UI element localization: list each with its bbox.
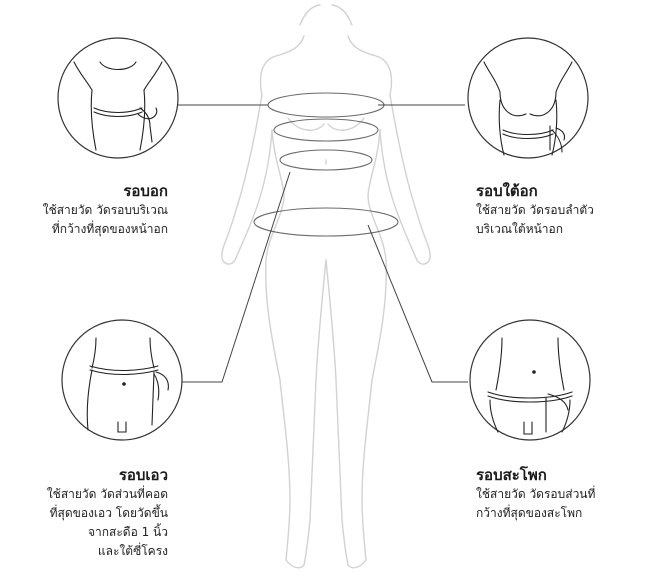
- underbust-ring: [274, 119, 378, 141]
- underbust-title: รอบใต้อก: [476, 181, 647, 201]
- hip-connector: [368, 225, 468, 382]
- underbust-desc-1: ใช้สายวัด วัดรอบลำตัว: [476, 201, 647, 220]
- hip-detail-circle: [470, 320, 590, 440]
- bust-detail-circle: [58, 38, 178, 158]
- waist-desc-1: ใช้สายวัด วัดส่วนที่คอด: [0, 485, 168, 504]
- waist-desc-4: และใต้ซี่โครง: [0, 542, 168, 561]
- hip-ring: [254, 208, 398, 236]
- hip-title: รอบสะโพก: [476, 465, 647, 485]
- hip-desc-1: ใช้สายวัด วัดรอบส่วนที่: [476, 485, 647, 504]
- bust-title: รอบอก: [0, 181, 168, 201]
- underbust-detail: [468, 38, 588, 158]
- waist-label: รอบเอว ใช้สายวัด วัดส่วนที่คอด ที่สุดของ…: [0, 465, 168, 561]
- waist-desc-3: จากสะดือ 1 นิ้ว: [0, 523, 168, 542]
- underbust-label: รอบใต้อก ใช้สายวัด วัดรอบลำตัว บริเวณใต้…: [476, 181, 647, 239]
- hip-navel-dot: [532, 370, 536, 374]
- hip-label: รอบสะโพก ใช้สายวัด วัดรอบส่วนที่ กว้างที…: [476, 465, 647, 523]
- bust-label: รอบอก ใช้สายวัด วัดรอบบริเวณ ที่กว้างที่…: [0, 181, 168, 239]
- connector-lines: [175, 105, 468, 382]
- waist-detail-circle: [62, 320, 182, 440]
- navel-dot: [122, 382, 126, 386]
- waist-detail: [62, 320, 182, 440]
- waist-desc-2: ที่สุดของเอว โดยวัดขึ้น: [0, 504, 168, 523]
- hip-desc-2: กว้างที่สุดของสะโพก: [476, 504, 647, 523]
- hip-detail: [470, 320, 590, 440]
- bust-ring: [268, 93, 384, 117]
- bust-desc-1: ใช้สายวัด วัดรอบบริเวณ: [0, 201, 168, 220]
- underbust-detail-circle: [468, 38, 588, 158]
- waist-title: รอบเอว: [0, 465, 168, 485]
- bust-desc-2: ที่กว้างที่สุดของหน้าอก: [0, 220, 168, 239]
- bust-detail: [58, 38, 178, 158]
- underbust-desc-2: บริเวณใต้หน้าอก: [476, 220, 647, 239]
